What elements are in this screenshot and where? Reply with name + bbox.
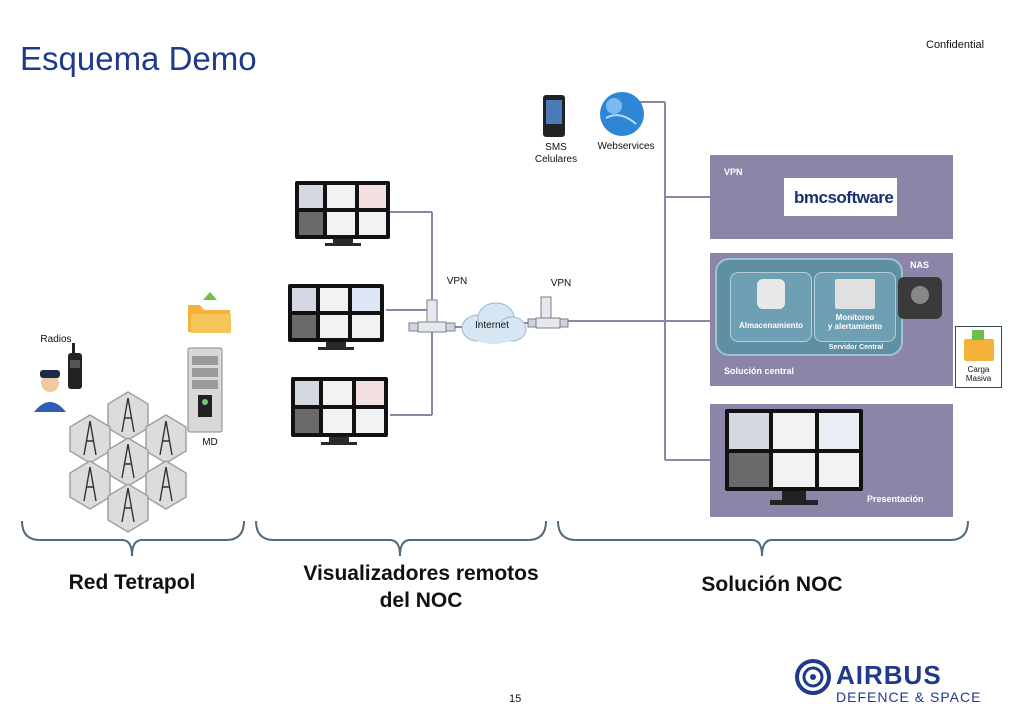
sms-label: SMS Celulares — [534, 142, 578, 165]
group-visualizadores: Visualizadores remotos del NOC — [303, 562, 539, 612]
airbus-subtitle: DEFENCE & SPACE — [836, 689, 982, 705]
confidential-label: Confidential — [926, 39, 985, 51]
group-brackets — [21, 520, 969, 557]
folder-icon — [188, 292, 231, 333]
carga-arrow-icon — [972, 330, 984, 340]
central-server-group: Almacenamiento Monitoreo y alertamiento … — [715, 258, 903, 356]
vpn-connector-left-icon — [408, 299, 456, 333]
presentacion-label: Presentación — [867, 494, 924, 504]
smartphone-icon — [543, 95, 565, 137]
storage-box: Almacenamiento — [730, 272, 812, 342]
remote-monitor-1 — [295, 181, 390, 247]
vpn-panel-label: VPN — [724, 167, 743, 177]
group-solucion-noc: Solución NOC — [701, 573, 843, 596]
vpn-panel: VPN bmcsoftware — [710, 155, 953, 239]
almacenamiento-label: Almacenamiento — [738, 321, 804, 330]
carga-folder-icon — [964, 339, 994, 361]
nas-label: NAS — [910, 260, 930, 270]
policeman-icon — [34, 370, 66, 412]
globe-icon — [600, 92, 644, 136]
page-number: 15 — [509, 693, 522, 705]
solucion-central-label: Solución central — [724, 366, 795, 376]
radios-label: Radios — [40, 334, 72, 345]
monitoreo-label: Monitoreo y alertamiento — [827, 313, 883, 331]
webservices-label: Webservices — [597, 141, 655, 152]
vpn-left-label: VPN — [446, 276, 468, 287]
server-rack-icon — [835, 279, 875, 309]
nas-drive-icon — [898, 277, 942, 319]
handheld-radio-icon — [68, 343, 82, 389]
tetrapol-cells-icon — [69, 391, 187, 533]
airbus-brand: AIRBUS — [836, 660, 942, 690]
vpn-right-label: VPN — [550, 278, 572, 289]
internet-label: Internet — [475, 320, 509, 331]
md-label: MD — [202, 437, 218, 448]
bmc-logo: bmcsoftware — [784, 178, 897, 216]
servidor-central-label: Servidor Central — [828, 344, 884, 351]
group-red-tetrapol: Red Tetrapol — [68, 571, 196, 594]
carga-masiva-label: Carga Masiva — [965, 365, 992, 383]
remote-monitor-3 — [291, 377, 388, 447]
radio-towers-icon — [83, 397, 173, 523]
presentacion-panel: Presentación — [710, 404, 953, 517]
remote-monitor-2 — [288, 284, 384, 352]
monitoring-box: Monitoreo y alertamiento — [814, 272, 896, 342]
vpn-connector-right-icon — [527, 296, 569, 329]
internet-cloud-icon — [461, 302, 527, 344]
presentation-monitor — [725, 409, 863, 491]
database-icon — [757, 279, 785, 309]
carga-masiva-box: Carga Masiva — [955, 326, 1002, 388]
slide-title: Esquema Demo — [20, 40, 257, 77]
central-panel: Almacenamiento Monitoreo y alertamiento … — [710, 253, 953, 386]
bmc-logo-text: bmcsoftware — [794, 188, 894, 207]
airbus-logo-icon — [795, 659, 831, 695]
md-server-icon — [187, 347, 223, 433]
